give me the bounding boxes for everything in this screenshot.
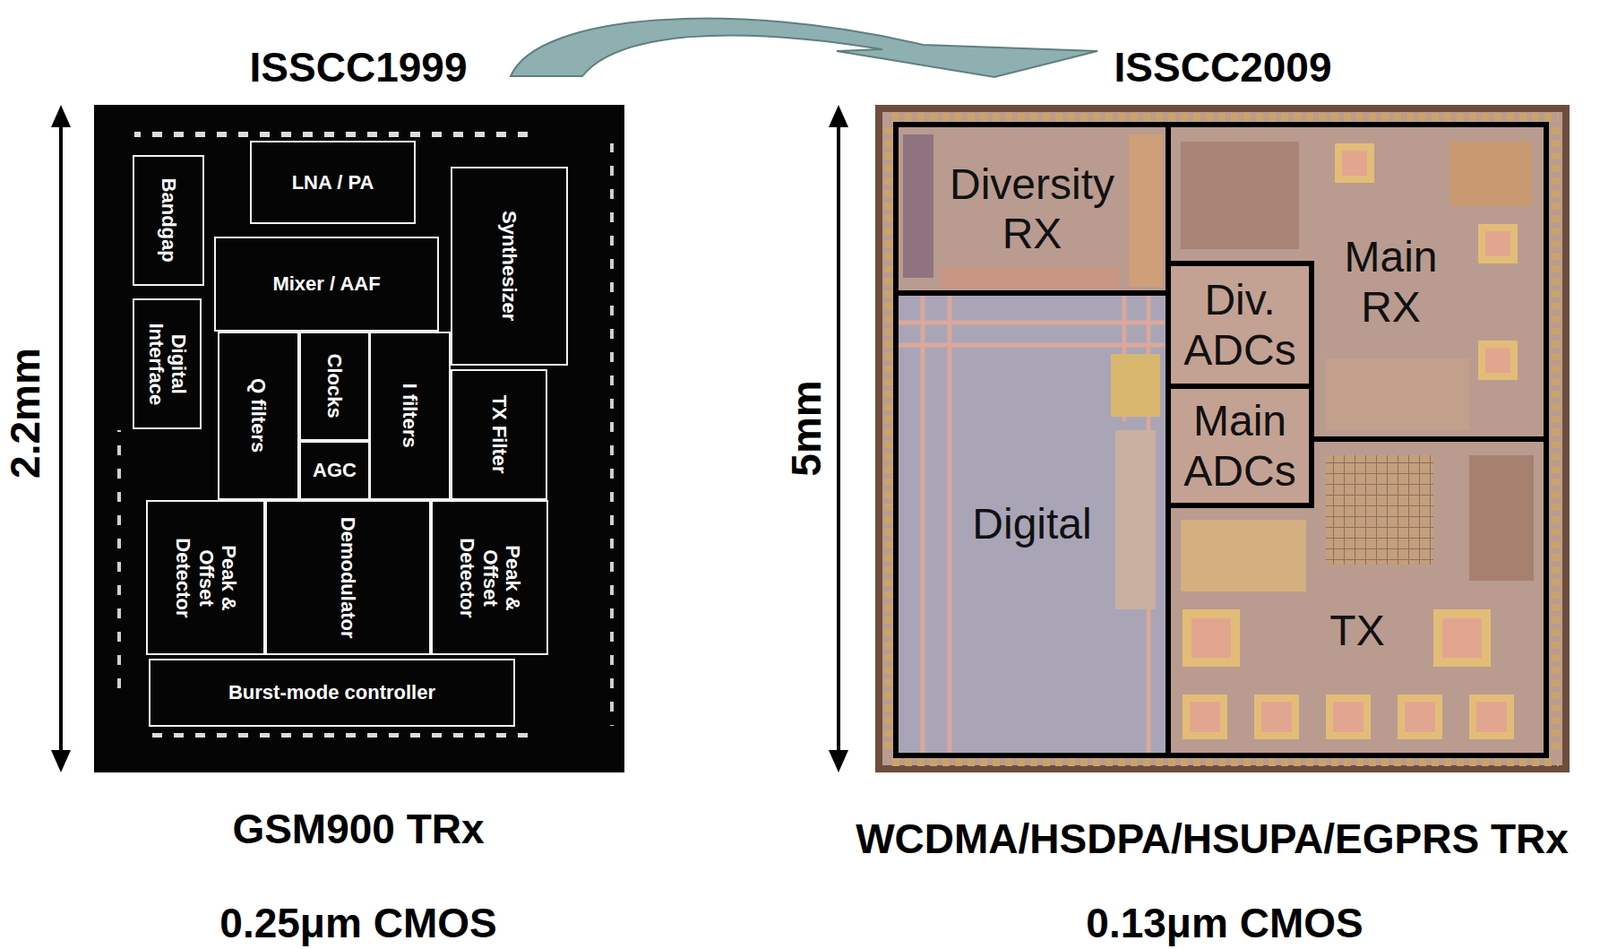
circuit-block: Q filters [217, 331, 300, 500]
circuit-block: Mixer / AAF [214, 236, 439, 332]
dimension-line [59, 123, 63, 755]
circuit-block [903, 134, 934, 278]
circuit-block [1180, 519, 1307, 592]
process-node: 0.13μm CMOS [1085, 902, 1363, 944]
block-label: LNA / PA [292, 171, 375, 194]
circuit-block: Peak & Offset Detector [430, 499, 549, 655]
die-surface [882, 111, 1563, 766]
circuit-array [1325, 455, 1434, 565]
block-label: I filters [398, 383, 422, 448]
pad-column [1551, 125, 1561, 753]
block-label: Diversity RX [924, 159, 1140, 259]
block-label: Digital [972, 498, 1092, 549]
pad-row [886, 112, 1559, 122]
arrow-head [51, 104, 71, 128]
conference-title: ISSCC1999 [249, 46, 468, 88]
pad-row [886, 756, 1559, 766]
circuit-block: TX Filter [450, 369, 548, 500]
pad-column [607, 143, 614, 726]
pad-column [884, 125, 894, 753]
circuit-block [1449, 141, 1532, 207]
block-label: Bandgap [156, 178, 180, 263]
circuit-block: I filters [369, 331, 451, 500]
pad-row [152, 732, 529, 740]
circuit-block: Clocks [299, 331, 370, 441]
circuit-block: Synthesizer [450, 166, 568, 366]
dimension-label: 5mm [785, 379, 827, 476]
curved-arrow [510, 18, 1098, 78]
region-outline [895, 124, 1547, 756]
circuit-block [1325, 358, 1470, 431]
block-label: Main RX [1319, 232, 1463, 331]
block-label: Div. ADCs [1177, 275, 1303, 374]
die-region: Diversity RX [895, 124, 1169, 293]
die-region: TX [1168, 505, 1547, 756]
circuit-block: Peak & Offset Detector [146, 499, 266, 655]
circuit-block [1115, 430, 1156, 610]
pad-column [114, 430, 121, 699]
die-region: Main ADCs [1168, 386, 1312, 506]
circuit-block: Demodulator [265, 499, 431, 655]
block-label: Mixer / AAF [272, 272, 380, 295]
die-region: Main RX [1311, 124, 1471, 439]
block-label: Clocks [323, 353, 346, 419]
block-label: Synthesizer [498, 210, 521, 322]
block-label: Q filters [247, 378, 270, 453]
circuit-block [1469, 455, 1534, 581]
block-label: AGC [312, 458, 357, 482]
pad-row [134, 130, 538, 138]
circuit-block: Digital Interface [132, 298, 202, 430]
block-label: Peak & Offset Detector [455, 523, 525, 631]
block-label: Digital Interface [144, 306, 190, 422]
circuit-block: LNA / PA [249, 140, 416, 224]
region-outline [895, 124, 1547, 756]
digital-logic [898, 295, 1166, 753]
arrow-head [51, 749, 71, 773]
conference-title: ISSCC2009 [1114, 46, 1333, 88]
block-label: Demodulator [336, 516, 360, 639]
circuit-block [1180, 141, 1299, 250]
block-label: Burst-mode controller [228, 680, 436, 704]
block-label: Peak & Offset Detector [172, 523, 241, 631]
dimension-label: 2.2mm [4, 347, 46, 479]
circuit-block [940, 266, 1120, 289]
block-label: TX Filter [487, 395, 510, 474]
dimension-line [836, 123, 841, 755]
circuit-block: Burst-mode controller [148, 658, 516, 727]
chip-name: WCDMA/HSDPA/HSUPA/EGPRS TRx [855, 817, 1569, 860]
die-region: Div. ADCs [1168, 263, 1312, 387]
die-photo [94, 104, 625, 773]
block-label: TX [1329, 605, 1385, 655]
arrow-head [828, 104, 849, 128]
circuit-block [1128, 134, 1163, 287]
block-label: Main ADCs [1177, 395, 1303, 495]
chip-name: GSM900 TRx [232, 808, 484, 850]
process-node: 0.25μm CMOS [219, 902, 497, 944]
circuit-block [1110, 353, 1161, 417]
circuit-block: AGC [299, 440, 370, 500]
circuit-block: Bandgap [132, 154, 205, 286]
die-photo [875, 104, 1570, 773]
die-region: Digital [895, 292, 1169, 756]
metal-route [898, 295, 1165, 753]
arrow-head [828, 749, 849, 773]
